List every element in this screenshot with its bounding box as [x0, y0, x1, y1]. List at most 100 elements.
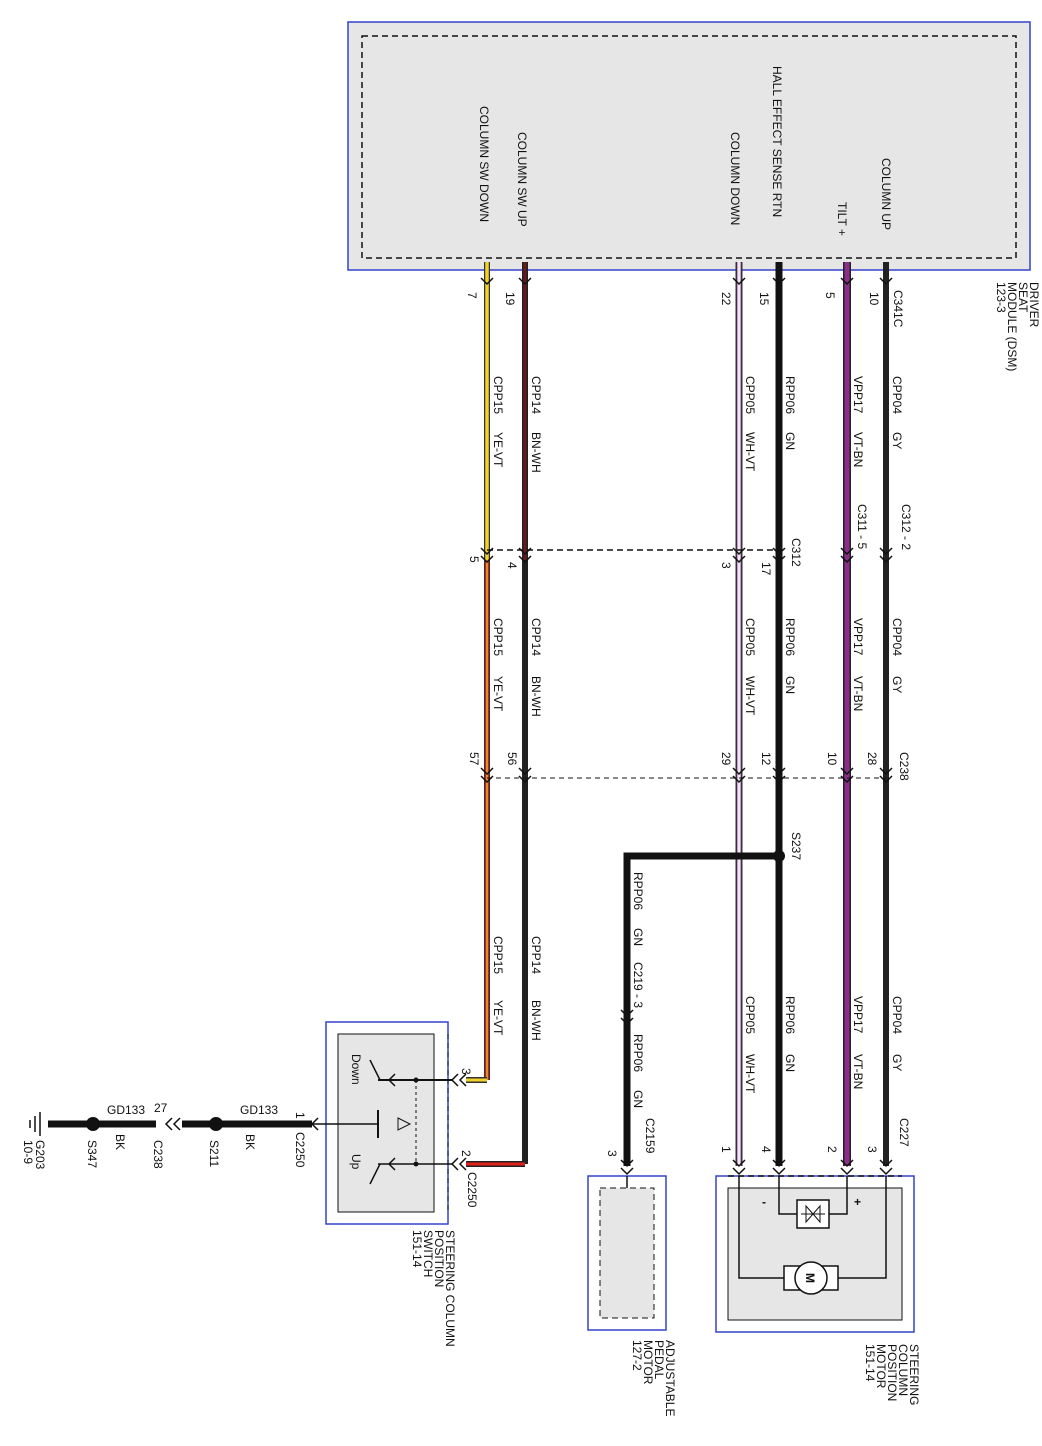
svg-text:VPP17: VPP17: [851, 376, 865, 414]
svg-text:7: 7: [465, 292, 479, 299]
svg-text:BK: BK: [243, 1134, 257, 1150]
svg-text:G203: G203: [33, 1140, 47, 1170]
svg-text:SEAT: SEAT: [1016, 282, 1030, 313]
svg-text:CPP15: CPP15: [491, 936, 505, 974]
wire-labels-row2: CPP04 GY VPP17 VT-BN RPP06 GN CPP05 WH-V…: [491, 618, 904, 717]
svg-text:CPP05: CPP05: [743, 618, 757, 656]
svg-text:3: 3: [865, 1146, 879, 1153]
pin-label-column-up: COLUMN UP: [879, 158, 893, 230]
svg-text:RPP06: RPP06: [783, 376, 797, 414]
svg-text:56: 56: [505, 752, 519, 766]
module-name: DRIVER SEAT MODULE (DSM) 123-3: [994, 282, 1041, 371]
svg-text:CPP05: CPP05: [743, 376, 757, 414]
svg-text:10-9: 10-9: [21, 1140, 35, 1164]
adjustable-pedal-motor: ADJUSTABLE PEDAL MOTOR 127-2: [587, 1175, 677, 1416]
pin-label-column-sw-down: COLUMN SW DOWN: [477, 106, 491, 222]
svg-text:3: 3: [605, 1150, 619, 1157]
svg-text:C219 - 3: C219 - 3: [631, 962, 645, 1008]
svg-text:2: 2: [459, 1150, 473, 1157]
svg-text:-: -: [762, 1195, 766, 1209]
module-pin-numbers: 10 5 15 22 19 7: [465, 292, 881, 306]
svg-text:COLUMN: COLUMN: [896, 1344, 910, 1396]
steering-column-position-switch: 3 2 C2250 1 C2250 Down Up STEERING COLUM…: [293, 1021, 479, 1347]
svg-text:S347: S347: [85, 1140, 99, 1168]
svg-text:S237: S237: [789, 832, 803, 860]
connector-row-c312: C312 - 2 C311 - 5 C312 17 3 4 5: [467, 504, 913, 576]
svg-text:DRIVER: DRIVER: [1027, 282, 1041, 328]
svg-text:5: 5: [467, 556, 481, 563]
svg-text:CPP14: CPP14: [529, 618, 543, 656]
pin-label-hall-sense-rtn: HALL EFFECT SENSE RTN: [770, 66, 784, 217]
wire-cpp15: [466, 262, 490, 1083]
svg-text:29: 29: [719, 752, 733, 766]
svg-text:15: 15: [757, 292, 771, 306]
svg-text:RPP06: RPP06: [783, 996, 797, 1034]
svg-text:SWITCH: SWITCH: [421, 1230, 435, 1277]
pin-label-column-sw-up: COLUMN SW UP: [515, 132, 529, 227]
svg-text:PEDAL: PEDAL: [652, 1340, 666, 1380]
svg-text:Down: Down: [349, 1054, 363, 1085]
svg-text:123-3: 123-3: [994, 282, 1008, 313]
svg-text:C2159: C2159: [643, 1118, 657, 1154]
svg-text:C312: C312: [789, 538, 803, 567]
svg-text:CPP15: CPP15: [491, 376, 505, 414]
svg-text:MOTOR: MOTOR: [641, 1340, 655, 1385]
svg-text:5: 5: [823, 292, 837, 299]
svg-text:YE-VT: YE-VT: [491, 432, 505, 468]
svg-text:3: 3: [459, 1068, 473, 1075]
svg-text:27: 27: [154, 1101, 168, 1115]
svg-text:ADJUSTABLE: ADJUSTABLE: [663, 1340, 677, 1416]
driver-seat-module: COLUMN UP TILT + HALL EFFECT SENSE RTN C…: [347, 21, 1041, 371]
svg-text:VPP17: VPP17: [851, 996, 865, 1034]
svg-text:151-14: 151-14: [410, 1230, 424, 1268]
svg-text:2: 2: [825, 1146, 839, 1153]
svg-text:C2250: C2250: [293, 1132, 307, 1168]
svg-text:STEERING COLUMN: STEERING COLUMN: [443, 1230, 457, 1347]
svg-text:CPP15: CPP15: [491, 618, 505, 656]
svg-text:GD133: GD133: [240, 1103, 278, 1117]
svg-text:GN: GN: [631, 1090, 645, 1108]
svg-text:151-14: 151-14: [863, 1344, 877, 1382]
svg-text:RPP06: RPP06: [631, 1034, 645, 1072]
svg-text:WH-VT: WH-VT: [743, 1054, 757, 1094]
svg-text:4: 4: [759, 1146, 773, 1153]
connector-c341c: C341C: [891, 290, 905, 328]
svg-text:WH-VT: WH-VT: [743, 676, 757, 716]
svg-text:C227: C227: [897, 1118, 911, 1147]
svg-text:RPP06: RPP06: [631, 872, 645, 910]
svg-text:VT-BN: VT-BN: [851, 676, 865, 711]
svg-text:STEERING: STEERING: [907, 1344, 921, 1405]
svg-text:C238: C238: [897, 752, 911, 781]
svg-text:C311 - 5: C311 - 5: [855, 504, 869, 549]
svg-text:Up: Up: [349, 1154, 363, 1170]
svg-text:GD133: GD133: [107, 1103, 145, 1117]
svg-text:GN: GN: [631, 928, 645, 946]
svg-text:CPP04: CPP04: [890, 996, 904, 1034]
svg-text:28: 28: [865, 752, 879, 766]
wire-rpp06-pedal: [623, 852, 779, 1166]
svg-text:WH-VT: WH-VT: [743, 432, 757, 472]
svg-text:GY: GY: [890, 432, 904, 449]
svg-text:VT-BN: VT-BN: [851, 432, 865, 467]
svg-text:BN-WH: BN-WH: [529, 1000, 543, 1041]
pedal-branch-labels: RPP06 GN C219 - 3 RPP06 GN C2159 3: [605, 872, 657, 1176]
svg-text:GY: GY: [890, 1054, 904, 1071]
splice-s237: S237: [773, 832, 803, 862]
svg-text:YE-VT: YE-VT: [491, 676, 505, 712]
svg-text:GN: GN: [783, 676, 797, 694]
svg-text:3: 3: [719, 562, 733, 569]
svg-text:VPP17: VPP17: [851, 618, 865, 656]
svg-text:C312 - 2: C312 - 2: [899, 504, 913, 550]
pin-label-tilt-plus: TILT +: [835, 202, 849, 236]
svg-text:M: M: [803, 1273, 817, 1283]
svg-text:10: 10: [825, 752, 839, 766]
svg-text:BN-WH: BN-WH: [529, 432, 543, 473]
svg-text:S211: S211: [207, 1140, 221, 1167]
steering-column-position-motor: C227 3 2 4 1 + - M STEERING COLUMN: [715, 1118, 921, 1405]
svg-text:22: 22: [719, 292, 733, 306]
svg-text:C238: C238: [151, 1140, 165, 1169]
svg-text:1: 1: [719, 1146, 733, 1153]
svg-text:GN: GN: [783, 432, 797, 450]
svg-text:BK: BK: [113, 1134, 127, 1150]
